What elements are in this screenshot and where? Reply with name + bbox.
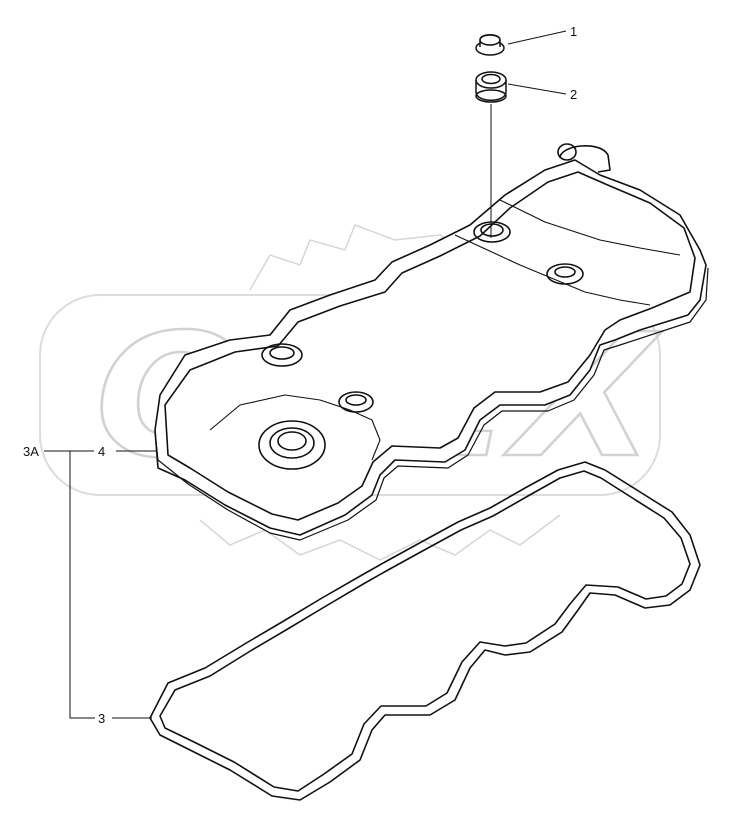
callout-3: 3 xyxy=(98,711,105,726)
valve-cover-flange xyxy=(154,267,709,541)
leader-1 xyxy=(507,30,567,45)
filler-cap xyxy=(475,34,505,56)
oil-filler-port xyxy=(258,420,326,470)
valve-cover-top-edge xyxy=(164,171,696,521)
leader-3a-bracket xyxy=(44,450,95,719)
gasket-inner xyxy=(159,470,691,792)
breather-stub-end xyxy=(557,143,577,161)
leader-2 xyxy=(507,83,567,95)
valve-cover-outline xyxy=(154,159,707,536)
valve-cover-ridge xyxy=(454,234,651,306)
bolt-boss-rear xyxy=(473,221,511,243)
valve-cover-gasket xyxy=(149,461,701,801)
breather-stub xyxy=(559,144,611,173)
bolt-boss-middle xyxy=(338,391,374,413)
valve-cover-ridge-2 xyxy=(499,199,681,256)
bolt-boss-side xyxy=(546,263,584,285)
gasket-outer xyxy=(149,461,701,801)
bolt-boss-front xyxy=(261,343,303,367)
callout-3a: 3A xyxy=(23,444,39,459)
valve-cover xyxy=(154,143,709,541)
callout-1: 1 xyxy=(570,24,577,39)
filler-seal xyxy=(475,71,507,103)
callout-2: 2 xyxy=(570,87,577,102)
watermark-gear-bottom xyxy=(199,514,561,561)
valve-cover-inner-rib xyxy=(209,394,381,461)
leader-lines xyxy=(44,30,567,719)
callout-4: 4 xyxy=(98,444,105,459)
